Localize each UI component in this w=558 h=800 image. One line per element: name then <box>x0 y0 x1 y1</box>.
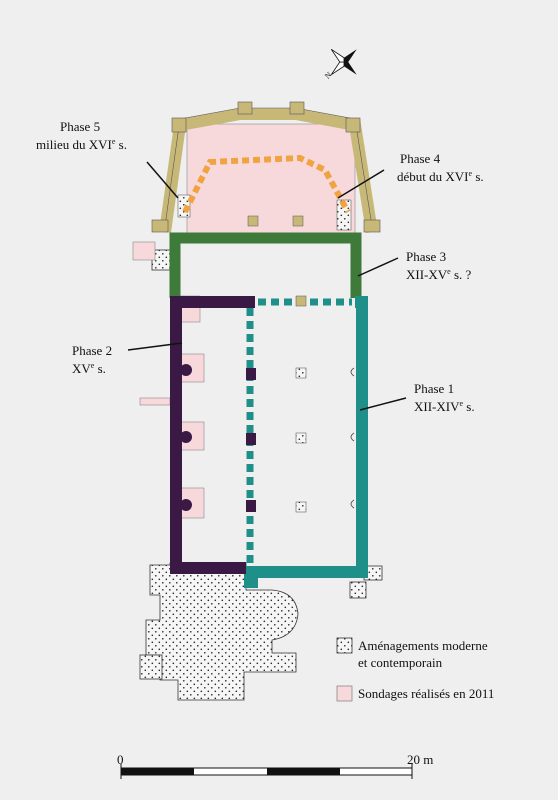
phase3-wall <box>169 232 362 298</box>
phase5-label-line1: Phase 5 <box>60 119 100 134</box>
phase5-buttress-1 <box>237 101 253 115</box>
phase2-pier-3 <box>246 500 256 512</box>
phase2-pier-1 <box>246 368 256 380</box>
north-letter: N <box>323 70 334 81</box>
modern-block-left-annex <box>139 654 163 680</box>
phase2-label-line2: XVe s. <box>72 361 106 376</box>
scale-bar <box>120 764 413 779</box>
modern-block-right-2 <box>349 581 367 599</box>
legend-modern-line1: Aménagements moderne <box>358 638 488 653</box>
phase1-label-line1: Phase 1 <box>414 381 454 396</box>
phase5-buttress-2 <box>289 101 305 115</box>
apse-pier-1 <box>247 215 259 227</box>
phase2-column-2 <box>180 431 192 443</box>
scale-start-label: 0 <box>117 752 124 767</box>
phase2-column-3 <box>180 499 192 511</box>
phase3-label-line1: Phase 3 <box>406 249 446 264</box>
nave-pier-3 <box>295 501 307 513</box>
phase5-label-line2: milieu du XVIe s. <box>36 137 127 152</box>
sondage-west-3 <box>139 397 171 406</box>
phase5-buttress-4 <box>345 117 361 133</box>
phase3-label-line2: XII-XVe s. ? <box>406 267 472 282</box>
phase5-buttress-3 <box>171 117 187 133</box>
leader-phase1 <box>359 397 407 411</box>
sondage-apse <box>186 123 356 237</box>
phase2-column-1 <box>180 364 192 376</box>
leader-phase2 <box>127 342 183 351</box>
phase4-label-line1: Phase 4 <box>400 151 441 166</box>
phase2-pier-2 <box>246 433 256 445</box>
phase1-solid-wall <box>246 296 368 578</box>
scale-end-label: 20 m <box>407 752 433 767</box>
phase2-label-line1: Phase 2 <box>72 343 112 358</box>
leader-phase4 <box>337 169 385 199</box>
nave-pier-1 <box>295 367 307 379</box>
apse-pier-2 <box>292 215 304 227</box>
phase4-dashed-wall <box>182 154 351 214</box>
phase5-buttress-6 <box>363 219 381 233</box>
phase4-label-line2: début du XVIe s. <box>397 169 484 184</box>
east-wall-bumps <box>350 367 355 509</box>
phase1-pier-sw <box>244 566 258 588</box>
phase5-apse-outline <box>164 107 373 227</box>
phase5-apse-wall <box>159 108 378 233</box>
north-arrow <box>330 48 357 76</box>
phase2-wall <box>170 296 255 574</box>
legend-sondage-swatch <box>336 685 353 702</box>
nave-pier-2 <box>295 432 307 444</box>
leader-phase5 <box>146 161 179 199</box>
legend-modern-swatch <box>336 637 353 654</box>
legend-sondage-label: Sondages réalisés en 2011 <box>358 686 494 701</box>
modern-annex-hatched <box>145 562 299 701</box>
phase5-buttress-5 <box>151 219 169 233</box>
legend-modern-line2: et contemporain <box>358 655 443 670</box>
sondage-nw <box>132 241 156 261</box>
phase1-label-line2: XII-XIVe s. <box>414 399 475 414</box>
leader-phase3 <box>357 257 399 277</box>
junction-pier <box>295 295 307 307</box>
